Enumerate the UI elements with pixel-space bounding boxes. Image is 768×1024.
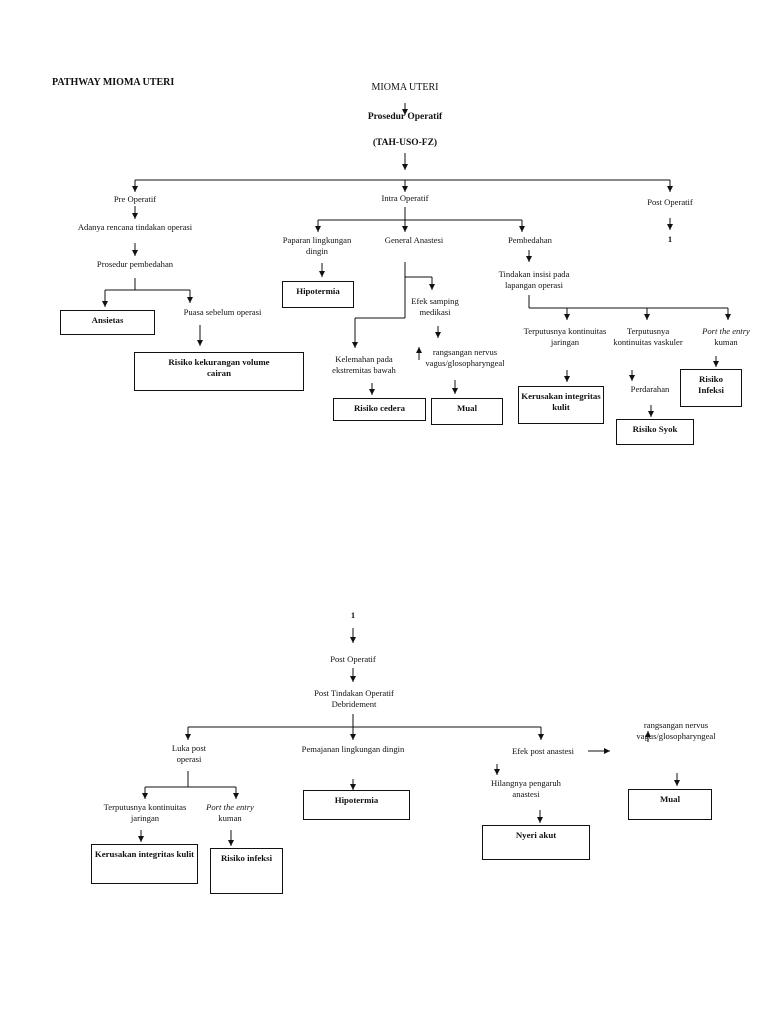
box-hypothermia-top: Hipotermia: [282, 281, 354, 308]
intra-port-entry: Port the entry kuman: [696, 326, 756, 347]
bottom-port-entry-italic: Port the entry: [206, 802, 254, 812]
port-entry-rest: kuman: [714, 336, 738, 347]
intra-weakness: Kelemahan pada ekstremitas bawah: [332, 354, 396, 375]
pre-fasting: Puasa sebelum operasi: [183, 307, 262, 317]
box-acute-pain: Nyeri akut: [482, 825, 590, 860]
pre-step-surgery: Prosedur pembedahan: [96, 259, 174, 269]
post-connector-top: 1: [667, 234, 673, 244]
box-shock-risk: Risiko Syok: [616, 419, 694, 445]
box-nausea-bottom: Mual: [628, 789, 712, 820]
root-node: MIOMA UTERI: [371, 82, 439, 93]
intra-incision: Tindakan insisi pada lapangan operasi: [498, 269, 570, 290]
intra-exposure: Paparan lingkungan dingin: [282, 235, 352, 256]
procedure-code: (TAH-USO-FZ): [372, 138, 438, 148]
box-skin-integrity-top: Kerusakan integritas kulit: [518, 386, 604, 424]
intra-bleeding: Perdarahan: [630, 384, 670, 394]
intra-side-effect: Efek samping medikasi: [411, 296, 459, 317]
box-nausea-top: Mual: [431, 398, 503, 425]
bottom-anesthesia-effect: Efek post anastesi: [511, 746, 575, 756]
page-title: PATHWAY MIOMA UTERI: [52, 77, 175, 88]
post-connector-bottom: 1: [350, 610, 356, 620]
bottom-post-action: Post Tindakan Operatif Debridement: [314, 688, 394, 709]
box-infection-risk-bottom: Risiko infeksi: [210, 848, 283, 894]
box-infection-risk-top: Risiko Infeksi: [680, 369, 742, 407]
bottom-exposure: Pemajanan lingkungan dingin: [301, 744, 405, 754]
bottom-port-entry-rest: kuman: [218, 812, 242, 823]
intra-general-anesthesia: General Anastesi: [384, 235, 444, 245]
port-entry-italic: Port the entry: [702, 326, 750, 336]
intra-tissue-break: Terputusnya kontinuitas jaringan: [523, 326, 607, 347]
box-injury-risk: Risiko cedera: [333, 398, 426, 421]
box-volume-risk: Risiko kekurangan volume cairan: [134, 352, 304, 391]
intra-nerve-stimulation: rangsangan nervus vagus/glosopharyngeal: [425, 347, 505, 368]
intra-vascular-break: Terputusnya kontinuitas vaskuler: [613, 326, 683, 347]
bottom-anesthesia-loss: Hilangnya pengaruh anastesi: [491, 778, 561, 799]
pre-step-plan: Adanya rencana tindakan operasi: [77, 222, 193, 232]
pre-operatif-node: Pre Operatif: [113, 194, 157, 204]
intra-operatif-node: Intra Operatif: [381, 193, 429, 203]
intra-surgery: Pembedahan: [508, 235, 552, 245]
bottom-wound: Luka post operasi: [171, 743, 207, 764]
box-hypothermia-bottom: Hipotermia: [303, 790, 410, 820]
bottom-nerve-stimulation: rangsangan nervus vagus/glosopharyngeal: [636, 720, 716, 741]
box-ansietas: Ansietas: [60, 310, 155, 335]
bottom-tissue-break: Terputusnya kontinuitas jaringan: [103, 802, 187, 823]
procedure-node: Prosedur Operatif: [367, 112, 443, 122]
post-operatif-node: Post Operatif: [647, 197, 693, 207]
bottom-port-entry: Port the entry kuman: [196, 802, 264, 823]
bottom-post-operatif: Post Operatif: [330, 654, 376, 664]
box-skin-integrity-bottom: Kerusakan integritas kulit: [91, 844, 198, 884]
